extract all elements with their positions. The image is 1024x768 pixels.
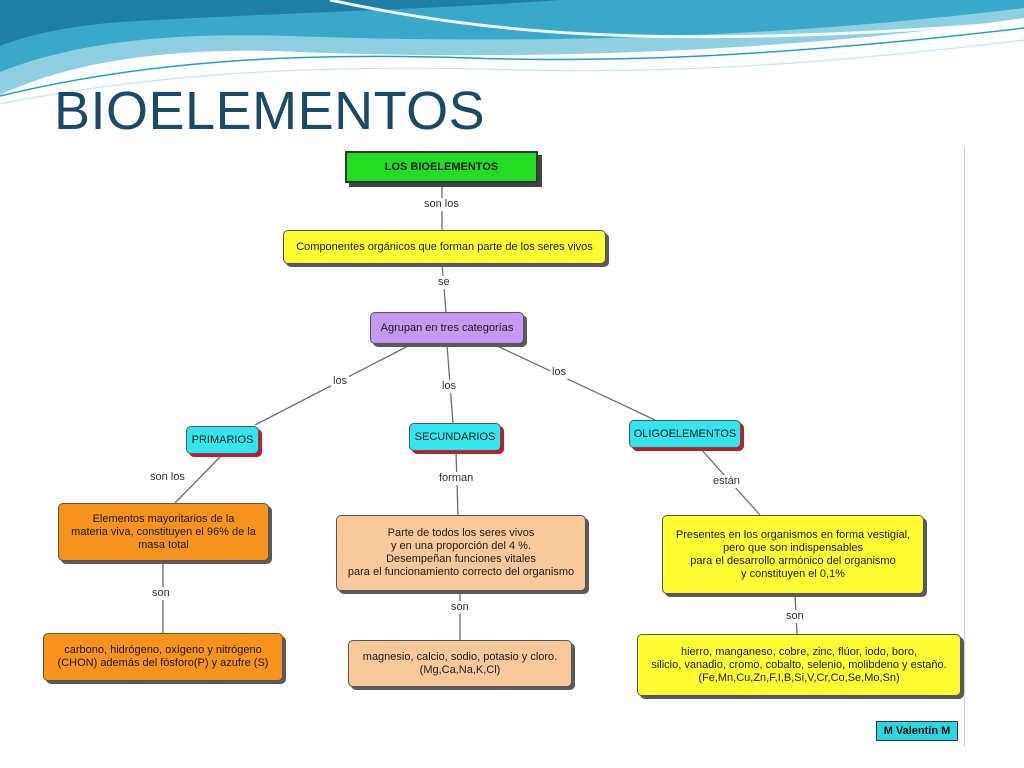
- link-label-son-secundarios: son: [449, 601, 471, 614]
- node-oligoelementos-list: hierro, manganeso, cobre, zinc, flúor, i…: [637, 634, 961, 696]
- header-wave-decoration: [0, 0, 1024, 105]
- link-label-forman: forman: [437, 472, 476, 485]
- link-label-los-left: los: [331, 375, 350, 388]
- link-label-son-primarios: son: [150, 587, 172, 600]
- link-label-los-right: los: [550, 366, 569, 379]
- node-root: LOS BIOELEMENTOS: [345, 151, 538, 183]
- wave-band-front: [0, 0, 560, 46]
- node-secundarios-description: Parte de todos los seres vivos y en una …: [336, 515, 586, 591]
- slide-title: BIOELEMENTOS: [54, 81, 486, 141]
- wave-line-1: [0, 27, 1024, 97]
- node-secundarios: SECUNDARIOS: [409, 423, 501, 451]
- link-label-son-oligoelementos: son: [784, 610, 806, 623]
- node-oligoelementos-description: Presentes en los organismos en forma ves…: [662, 515, 924, 594]
- node-definition: Componentes orgánicos que forman parte d…: [283, 230, 606, 264]
- author-tag: M Valentín M: [876, 721, 958, 741]
- node-secundarios-list: magnesio, calcio, sodio, potasio y cloro…: [348, 640, 572, 687]
- link-label-se: se: [436, 276, 452, 289]
- wave-highlight-1: [329, 0, 1024, 39]
- connector-group-oligo: [494, 344, 656, 421]
- node-primarios: PRIMARIOS: [186, 426, 259, 454]
- link-label-son-los: son los: [422, 198, 461, 211]
- wave-line-2: [0, 39, 1024, 105]
- connector-primarios-desc: [174, 455, 222, 504]
- node-oligoelementos: OLIGOELEMENTOS: [629, 420, 741, 448]
- link-label-estan: están: [711, 475, 742, 488]
- node-group: Agrupan en tres categorías: [370, 312, 524, 344]
- link-label-los-middle: los: [440, 380, 459, 393]
- node-primarios-description: Elementos mayoritarios de la materia viv…: [58, 503, 269, 561]
- node-primarios-list: carbono, hidrógeno, oxígeno y nitrógeno …: [43, 633, 283, 681]
- wave-band-mid: [0, 0, 1024, 72]
- link-label-son-los-primarios: son los: [148, 471, 187, 484]
